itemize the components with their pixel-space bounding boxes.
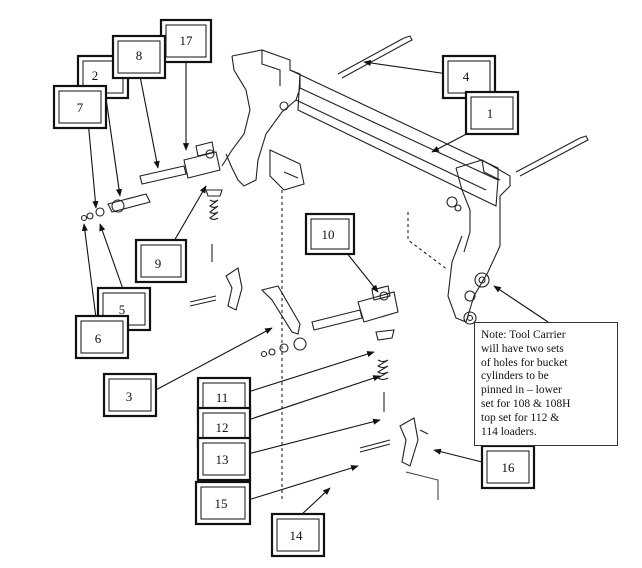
callout-label-13: 13 bbox=[216, 452, 229, 467]
callout-label-10: 10 bbox=[322, 227, 335, 242]
callout-boxes: 17 2 8 7 4 1 bbox=[52, 18, 536, 558]
leader-4 bbox=[363, 59, 449, 75]
callout-label-9: 9 bbox=[155, 256, 162, 271]
note-line: of holes for bucket bbox=[481, 356, 568, 369]
callout-label-4: 4 bbox=[463, 69, 470, 84]
callout-label-16: 16 bbox=[502, 460, 516, 475]
leader-12 bbox=[247, 375, 381, 421]
upper-latch-assembly bbox=[80, 141, 243, 311]
leader-lines bbox=[81, 52, 549, 517]
callout-label-5: 5 bbox=[119, 302, 126, 317]
callout-label-12: 12 bbox=[216, 420, 229, 435]
leader-8 bbox=[137, 65, 160, 169]
leader-5 bbox=[99, 223, 125, 293]
callout-label-14: 14 bbox=[290, 528, 304, 543]
note-line: pinned in – lower bbox=[481, 384, 562, 397]
callout-label-15: 15 bbox=[215, 496, 228, 511]
note-box: Note: Tool Carrier will have two sets of… bbox=[474, 322, 618, 446]
callout-label-2: 2 bbox=[92, 68, 99, 83]
callout-label-8: 8 bbox=[136, 48, 143, 63]
leader-9 bbox=[169, 185, 207, 249]
leader-14 bbox=[299, 487, 331, 517]
note-line: Note: Tool Carrier bbox=[481, 329, 566, 341]
callout-6: 6 bbox=[74, 314, 130, 360]
callout-14: 14 bbox=[270, 512, 326, 558]
callout-13: 13 bbox=[196, 436, 252, 482]
callout-3: 3 bbox=[102, 372, 158, 418]
callout-15: 15 bbox=[194, 480, 252, 526]
leader-11 bbox=[247, 351, 375, 393]
callout-label-11: 11 bbox=[216, 390, 229, 405]
leader-3 bbox=[151, 327, 273, 393]
callout-1: 1 bbox=[464, 90, 520, 136]
note-line: cylinders to be bbox=[481, 370, 549, 383]
leader-6 bbox=[81, 223, 97, 319]
lower-latch-assembly bbox=[260, 285, 429, 467]
callout-label-1: 1 bbox=[487, 106, 494, 121]
note-line: top set for 112 & bbox=[481, 411, 560, 424]
leader-10 bbox=[345, 251, 379, 293]
note-line: will have two sets bbox=[481, 342, 564, 355]
callout-16: 16 bbox=[480, 444, 536, 490]
tool-carrier-frame bbox=[221, 35, 589, 500]
callout-17: 17 bbox=[159, 18, 213, 64]
leader-7 bbox=[87, 119, 99, 209]
callout-label-3: 3 bbox=[126, 389, 133, 404]
callout-10: 10 bbox=[304, 212, 356, 256]
callout-label-17: 17 bbox=[180, 33, 194, 48]
callout-9: 9 bbox=[134, 238, 188, 284]
callout-label-6: 6 bbox=[95, 331, 102, 346]
leader-16 bbox=[433, 448, 483, 463]
leader-13 bbox=[247, 418, 381, 455]
callout-7: 7 bbox=[52, 84, 108, 130]
note-line: set for 108 & 108H bbox=[481, 397, 571, 410]
leader-15 bbox=[247, 465, 359, 501]
note-line: 114 loaders. bbox=[481, 425, 537, 438]
callout-8: 8 bbox=[111, 34, 167, 80]
leader-note bbox=[493, 285, 549, 323]
callout-label-7: 7 bbox=[77, 100, 84, 115]
